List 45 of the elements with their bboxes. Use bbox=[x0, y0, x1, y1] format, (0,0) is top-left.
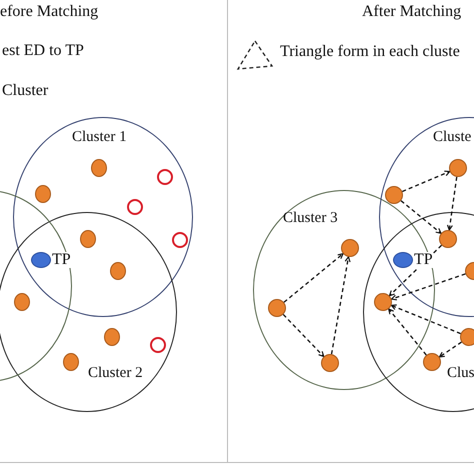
hollow-dot bbox=[150, 336, 166, 353]
device-dot bbox=[439, 230, 457, 248]
dashed-arrow bbox=[402, 170, 450, 192]
dashed-arrow bbox=[330, 256, 351, 354]
device-dot bbox=[460, 328, 474, 346]
legend-text: Triangle form in each cluste bbox=[280, 44, 460, 60]
device-dot bbox=[384, 186, 403, 204]
point-label: TP bbox=[52, 252, 71, 268]
device-dot bbox=[80, 230, 96, 248]
cluster-label: Clus bbox=[447, 366, 474, 381]
cluster-label: Cluster 2 bbox=[88, 366, 143, 381]
cluster-label: Cluste bbox=[433, 130, 472, 145]
device-dot bbox=[374, 293, 392, 311]
device-dot bbox=[34, 184, 51, 203]
device-dot bbox=[14, 293, 30, 311]
device-dot bbox=[448, 158, 467, 177]
point-label: TP bbox=[414, 252, 433, 268]
device-dot bbox=[90, 158, 107, 177]
hollow-dot bbox=[172, 232, 188, 248]
device-dot bbox=[268, 298, 286, 317]
tp-dot bbox=[393, 252, 413, 268]
device-dot bbox=[104, 328, 120, 346]
hollow-dot bbox=[126, 198, 143, 215]
dashed-arrow bbox=[400, 200, 442, 234]
legend-text: Cluster bbox=[2, 83, 48, 99]
dashed-arrow bbox=[284, 253, 344, 303]
panel-heading: After Matching bbox=[362, 4, 462, 20]
device-dot bbox=[62, 352, 79, 371]
device-dot bbox=[422, 352, 441, 371]
cluster-label: Cluster 1 bbox=[72, 130, 127, 145]
tp-dot bbox=[31, 252, 51, 268]
device-dot bbox=[320, 354, 339, 372]
panel-heading: efore Matching bbox=[0, 4, 98, 20]
device-dot bbox=[110, 262, 126, 280]
cluster-label: Cluster 3 bbox=[283, 211, 338, 226]
dashed-arrow bbox=[282, 314, 324, 358]
dashed-arrow bbox=[388, 308, 427, 356]
legend-text: est ED to TP bbox=[2, 43, 84, 59]
dashed-arrow bbox=[390, 273, 466, 300]
device-dot bbox=[340, 238, 359, 257]
dashed-arrow bbox=[438, 342, 462, 358]
hollow-dot bbox=[156, 168, 173, 185]
dashed-arrow bbox=[390, 304, 461, 334]
dashed-arrow bbox=[388, 244, 442, 296]
dashed-arrow bbox=[446, 176, 458, 231]
